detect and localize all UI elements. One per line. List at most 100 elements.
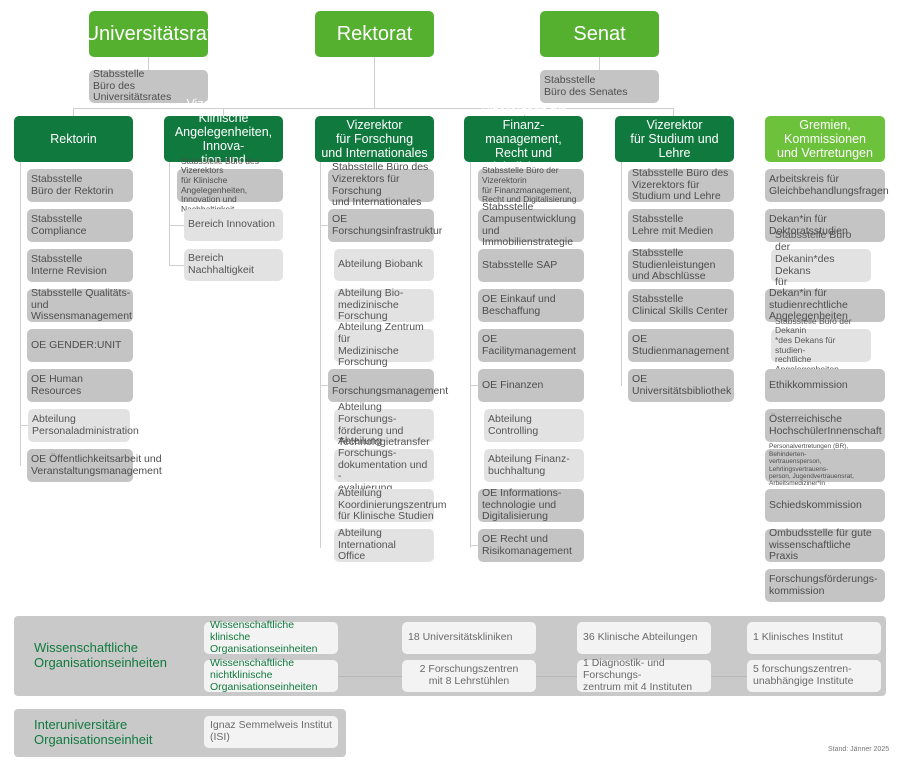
box-line: wissenschaftliche Praxis	[769, 538, 851, 563]
box-line: Stabsstelle Büro des Vizerektors	[181, 155, 259, 176]
universitaetsrat-box[interactable]: Universitätsrat	[85, 11, 212, 57]
box-line: Clinical Skills Center	[632, 304, 728, 317]
box-line: vertrauensperson, Lehrlingsvertrauens-	[769, 458, 829, 473]
connector	[374, 56, 375, 109]
vizerektorin-finanz-box[interactable]: Vizerektorin für Finanz-management, Rech…	[464, 104, 583, 174]
finanz-item[interactable]: Abteilung Finanz-buchhaltung	[484, 449, 584, 482]
rektorat-box[interactable]: Rektorat	[315, 11, 434, 57]
box-line: Stabsstelle SAP	[482, 258, 558, 271]
box-line: Technologietransfer	[338, 436, 430, 449]
connector	[524, 108, 525, 117]
senat-box[interactable]: Senat	[540, 11, 659, 57]
gremien-item[interactable]: Forschungsförderungs-kommission	[765, 569, 885, 602]
box-line: kommission	[769, 584, 825, 597]
box-line: OE Einkauf und	[482, 292, 556, 305]
box-line: und Internationales	[332, 196, 422, 209]
box-line: für Klinische Angelegenheiten,	[181, 174, 248, 195]
connector	[320, 162, 321, 548]
box-line: Wissenschaftliche	[210, 657, 295, 670]
klinisches-institut-box[interactable]: 1 Klinisches Institut	[747, 622, 881, 654]
box-line: Arbeitsmediziner*in	[769, 480, 825, 488]
box-line: Arbeitskreis für	[769, 172, 840, 185]
studium-item[interactable]: OE Studienmanagement	[628, 329, 734, 362]
rektorin-item[interactable]: OE GENDER:UNIT	[27, 329, 133, 362]
diagnostik-forschungszentrum-box[interactable]: 1 Diagnostik- und Forschungs-zentrum mit…	[577, 658, 711, 693]
finanz-item[interactable]: Stabsstelle SAP	[478, 249, 584, 282]
studium-item[interactable]: OE Universitätsbibliothek	[628, 369, 734, 402]
gremien-item[interactable]: Ethikkommission	[765, 369, 885, 402]
gremien-item[interactable]: Schiedskommission	[765, 489, 885, 522]
gremien-item[interactable]: Stabsstelle Büro der Dekanin*des Dekans …	[771, 316, 871, 373]
box-line: Abteilung International	[338, 526, 396, 551]
box-line: Ignaz Semmelweis Institut	[210, 719, 332, 732]
forschung-item[interactable]: Abteilung Forschungs-dokumentation und -…	[334, 435, 434, 494]
box-line: OE Facilitymanagement	[482, 332, 576, 357]
box-line: und Internationales	[321, 146, 428, 160]
connector	[621, 162, 622, 386]
box-line: Ethikkommission	[769, 378, 848, 391]
gremien-item[interactable]: Personalvertretungen (BR), Behinderten-v…	[765, 443, 885, 487]
box-line: person, Jugendvertrauensrat,	[769, 472, 854, 480]
finanz-item[interactable]: OE Facilitymanagement	[478, 329, 584, 362]
isi-box[interactable]: Ignaz Semmelweis Institut(ISI)	[204, 716, 338, 748]
unabhaengige-institute-box[interactable]: 5 forschungszentren-unabhängige Institut…	[747, 660, 881, 692]
finanz-item[interactable]: Abteilung Controlling	[484, 409, 584, 442]
rektorin-box[interactable]: Rektorin	[14, 116, 133, 162]
rektorin-item[interactable]: Stabsstelle Compliance	[27, 209, 133, 242]
klinisch-item[interactable]: Bereich Nachhaltigkeit	[184, 249, 283, 281]
finanz-item[interactable]: OE Finanzen	[478, 369, 584, 402]
forschung-item[interactable]: Abteilung Biobank	[334, 249, 434, 281]
forschung-item[interactable]: OE Forschungsinfrastruktur	[328, 209, 442, 242]
title-line: Wissenschaftliche	[34, 640, 139, 655]
box-line: Doktoratsstudien	[769, 224, 848, 237]
klinisch-item[interactable]: Bereich Innovation	[184, 209, 283, 241]
box-line: buchhaltung	[488, 464, 546, 477]
forschung-item[interactable]: Abteilung Bio-medizinische Forschung	[334, 287, 434, 322]
box-line: Stabsstelle	[632, 292, 684, 305]
rektorin-item[interactable]: OE Human Resources	[27, 369, 133, 402]
box-line: Stabsstelle Büro der Dekanin	[775, 315, 852, 336]
connector	[169, 162, 170, 266]
box-line: Abteilung	[338, 486, 382, 499]
klinische-abteilungen-box[interactable]: 36 Klinische Abteilungen	[577, 622, 711, 654]
box-line: evaluierung	[338, 482, 430, 495]
forschung-item[interactable]: OE Forschungsmanagement	[328, 369, 448, 402]
box-line: OE Öffentlichkeitsarbeit und	[31, 452, 162, 465]
box-line: Organisationseinheiten	[210, 680, 318, 693]
universitaetskliniken-box[interactable]: 18 Universitätskliniken	[402, 622, 536, 654]
